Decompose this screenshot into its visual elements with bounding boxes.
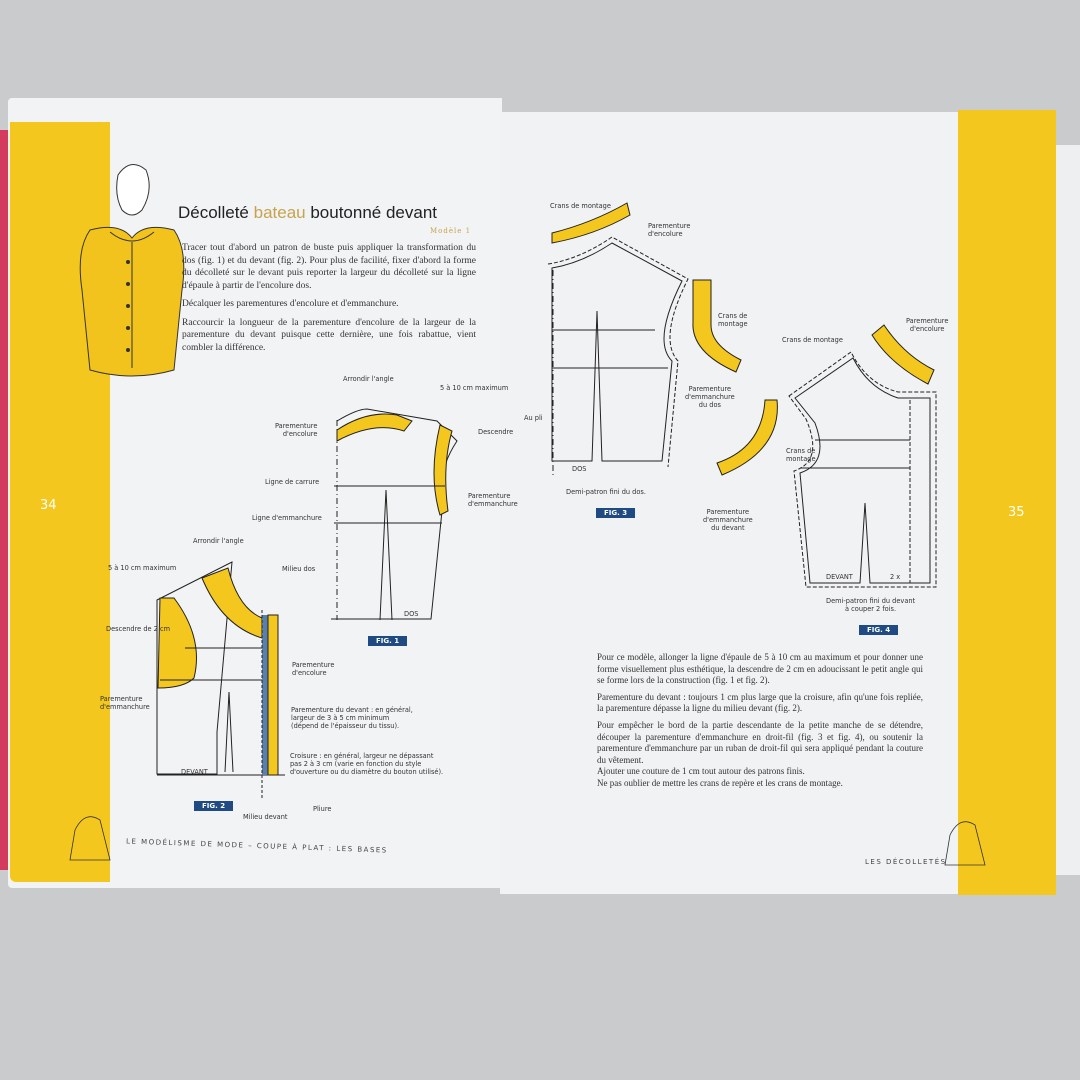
fig-label: Parementure d'emmanchure (468, 492, 518, 508)
paragraph: Raccourcir la longueur de la parementure… (182, 317, 476, 353)
title-part1: Décolleté (178, 203, 249, 222)
fig-label: Ligne de carrure (265, 478, 320, 486)
paragraph: Décalquer les parementures d'encolure et… (182, 299, 399, 309)
fig-label: Parementure d'encolure (275, 422, 318, 438)
book-edge (0, 130, 10, 870)
subtitle: Modèle 1 (430, 227, 472, 235)
fig-label: Parementure d'encolure (906, 317, 949, 333)
fig-label: Arrondir l'angle (343, 375, 394, 383)
page-title: Décolleté bateau boutonné devant (178, 203, 437, 223)
paragraph: Parementure du devant : toujours 1 cm pl… (597, 691, 923, 714)
paragraph: Pour ce modèle, allonger la ligne d'épau… (597, 652, 923, 686)
fig1-badge: FIG. 1 (368, 636, 408, 646)
paragraph: Ajouter une couture de 1 cm tout autour … (597, 766, 805, 777)
fig-label: Crans de montage (718, 312, 748, 328)
right-text: Pour ce modèle, allonger la ligne d'épau… (597, 652, 923, 790)
fig-label: Parementure d'encolure (648, 222, 691, 238)
fig-label: Parementure d'emmanchure (100, 695, 150, 711)
piece-label: DOS (404, 610, 419, 618)
right-yellow-band (958, 110, 1056, 895)
fig-label: Croisure : en général, largeur ne dépass… (290, 752, 444, 776)
piece-label: DEVANT (826, 573, 853, 581)
fig-label: Pliure (313, 805, 332, 813)
page-number-left: 34 (40, 498, 57, 513)
fig-label: Parementure d'emmanchure du dos (685, 385, 735, 409)
fig-label: 5 à 10 cm maximum (108, 564, 177, 572)
left-text: Tracer tout d'abord un patron de buste p… (182, 242, 476, 354)
piece-label: DOS (572, 465, 587, 473)
piece-label: DEVANT (181, 768, 208, 776)
fig3-badge: FIG. 3 (596, 508, 636, 518)
fig2-badge: FIG. 2 (194, 801, 234, 811)
fig4-drawing (716, 324, 937, 588)
fig1-drawing (331, 408, 458, 621)
title-part2: boutonné devant (310, 203, 438, 222)
fig-label: Ligne d'emmanchure (252, 514, 322, 522)
fig-label: Crans de montage (782, 336, 843, 344)
fig-label: 5 à 10 cm maximum (440, 384, 509, 392)
fig-label: Descendre (478, 428, 514, 436)
fig4-caption: Demi-patron fini du devant à couper 2 fo… (826, 597, 916, 613)
fig-label: Crans de montage (550, 202, 611, 210)
fig4-badge: FIG. 4 (859, 625, 899, 635)
fig-label: Au pli (524, 414, 543, 422)
fig-label: Descendre de 2 cm (106, 625, 171, 633)
count-label: 2 x (890, 573, 901, 581)
title-accent: bateau (253, 203, 306, 222)
fig-label: Parementure du devant : en général, larg… (291, 706, 413, 730)
paragraph: Pour empêcher le bord de la partie desce… (597, 719, 923, 765)
fig3-caption: Demi-patron fini du dos. (566, 488, 646, 496)
fig-label: Parementure d'emmanchure du devant (703, 508, 753, 532)
fig3-drawing (547, 202, 742, 478)
fig-label: Parementure d'encolure (292, 661, 335, 677)
fig-label: Milieu devant (243, 813, 288, 821)
page-number-right: 35 (1008, 505, 1025, 520)
fig-label: Crans de montage (786, 447, 816, 463)
fig-label: Arrondir l'angle (193, 537, 244, 545)
paragraph: Tracer tout d'abord un patron de buste p… (182, 243, 476, 291)
paragraph: Ne pas oublier de mettre les crans de re… (597, 777, 843, 788)
footer-right: LES DÉCOLLETÉS (865, 858, 947, 866)
fig2-drawing (156, 561, 285, 800)
next-page-edge (1056, 145, 1080, 875)
fig-label: Milieu dos (282, 565, 316, 573)
